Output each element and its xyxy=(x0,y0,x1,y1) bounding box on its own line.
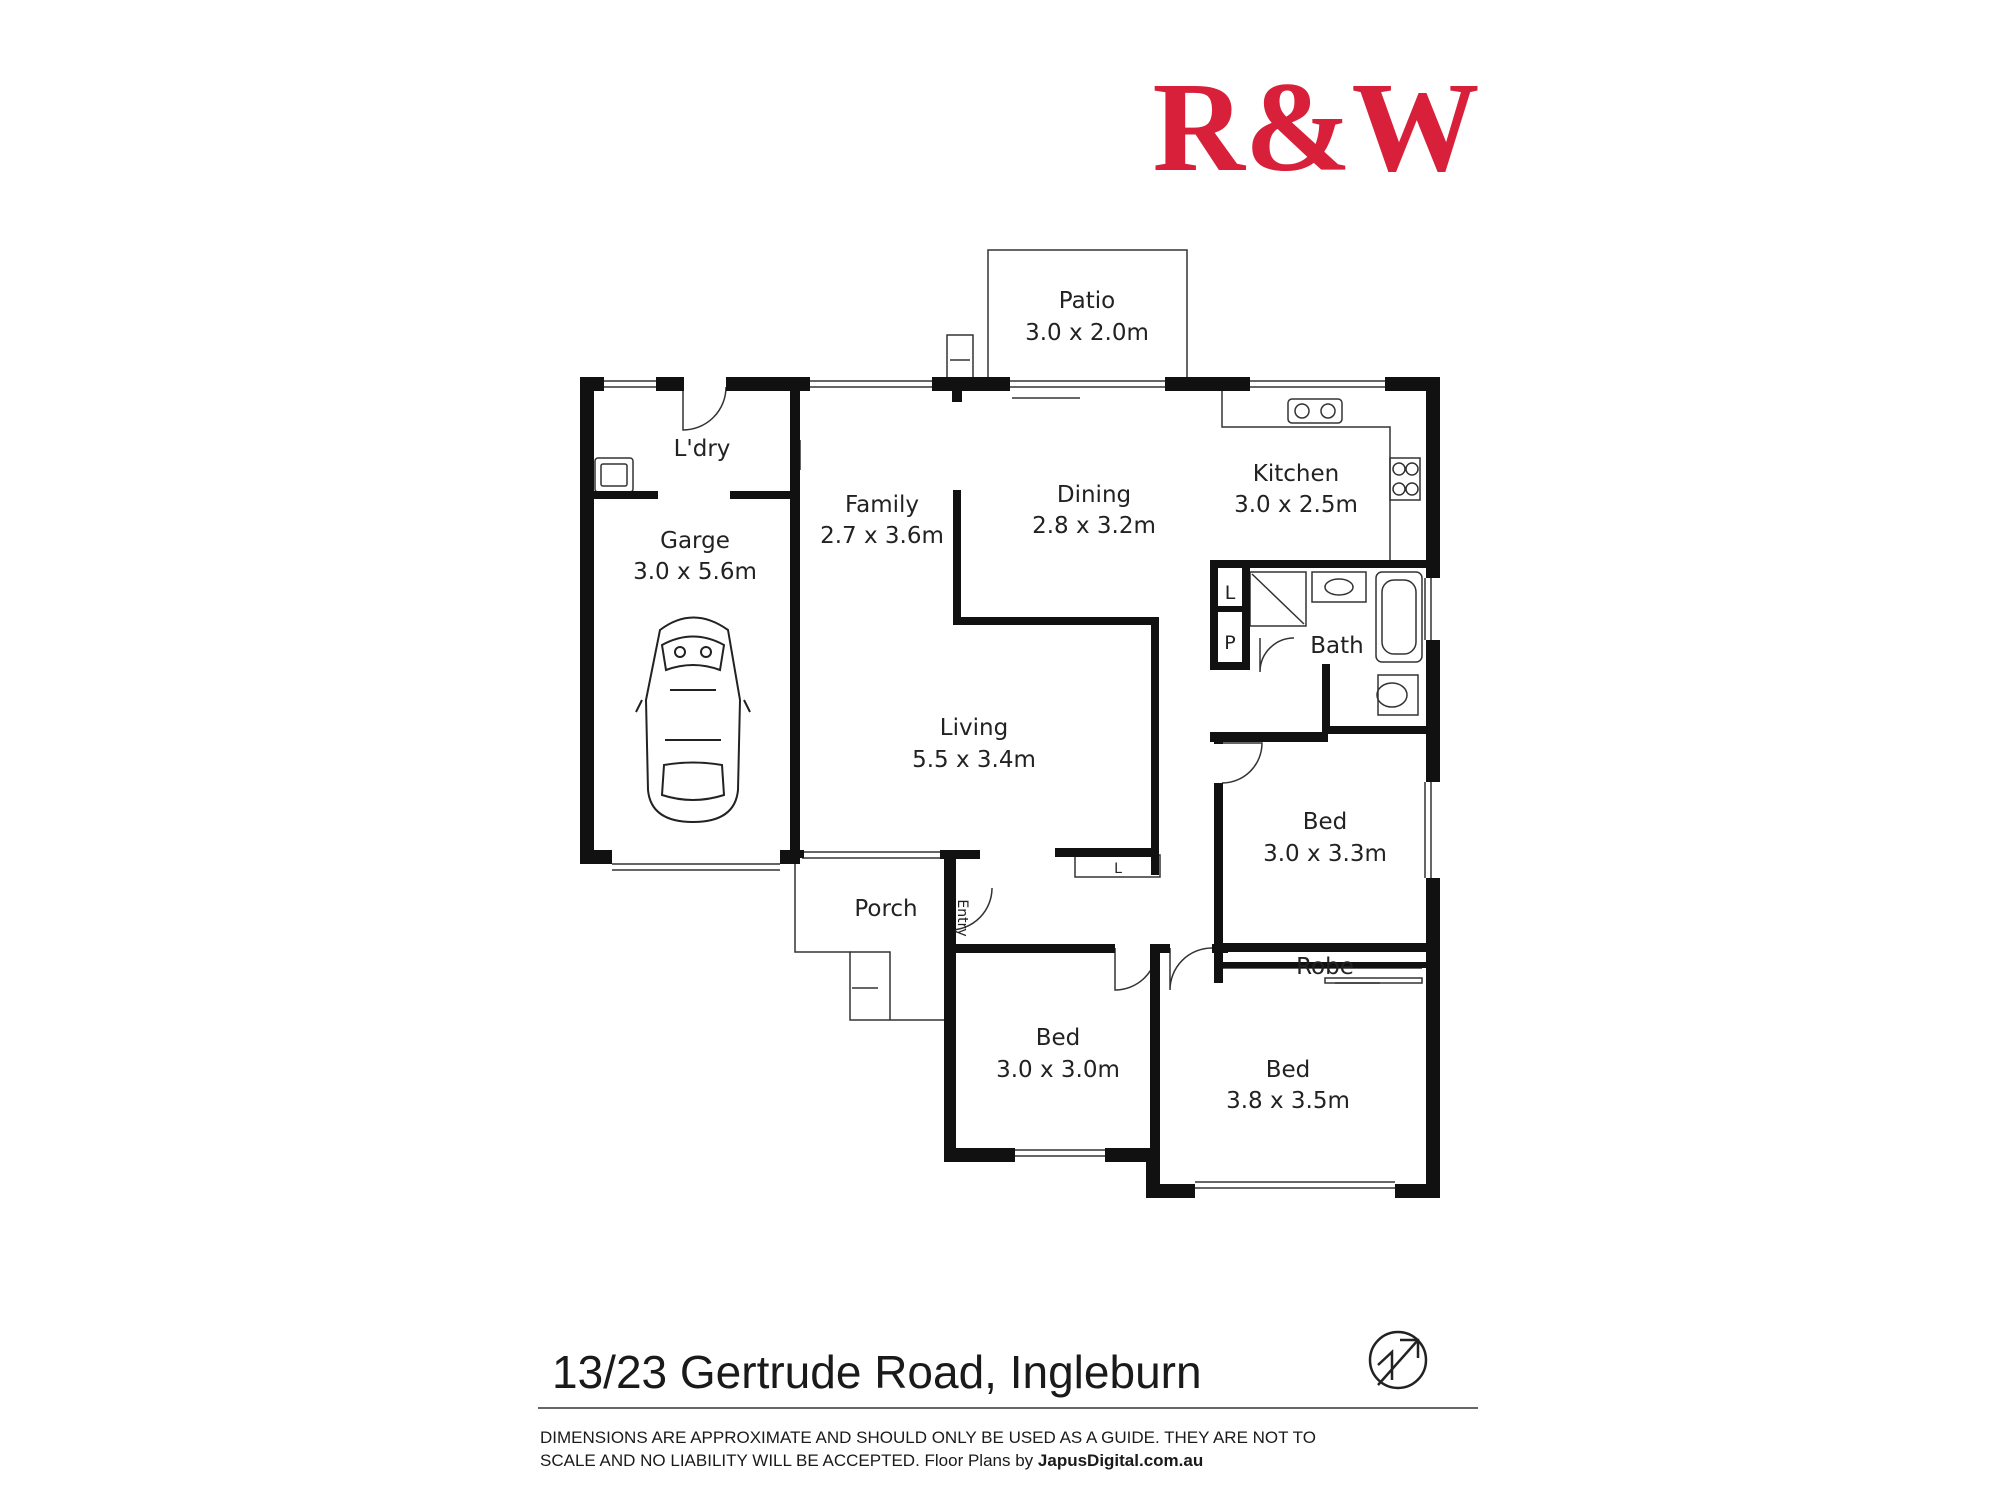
room-size-dining: 2.8 x 3.2m xyxy=(1032,513,1156,539)
room-name-pantry: P xyxy=(1224,632,1235,654)
property-address: 13/23 Gertrude Road, Ingleburn xyxy=(552,1346,1202,1398)
room-name-patio: Patio xyxy=(1059,288,1115,314)
room-size-bed-3: 3.8 x 3.5m xyxy=(1226,1088,1350,1114)
disclaimer-line-2: SCALE AND NO LIABILITY WILL BE ACCEPTED.… xyxy=(540,1451,1203,1470)
room-size-bed-1: 3.0 x 3.3m xyxy=(1263,841,1387,867)
room-size-patio: 3.0 x 2.0m xyxy=(1025,320,1149,346)
room-name-bed-2: Bed xyxy=(1036,1025,1081,1051)
disclaimer-line-1: DIMENSIONS ARE APPROXIMATE AND SHOULD ON… xyxy=(540,1428,1316,1447)
porch-area xyxy=(794,862,948,1021)
disclaimer-line-2-text: SCALE AND NO LIABILITY WILL BE ACCEPTED.… xyxy=(540,1451,1038,1470)
room-name-garage: Garge xyxy=(660,528,730,554)
floor-plan-credit: JapusDigital.com.au xyxy=(1038,1451,1203,1470)
fixtures xyxy=(594,383,1423,984)
room-name-bath: Bath xyxy=(1310,633,1363,659)
room-size-living: 5.5 x 3.4m xyxy=(912,747,1036,773)
room-name-bed-3: Bed xyxy=(1266,1057,1311,1083)
brand-logo: R&W xyxy=(1152,56,1479,198)
north-arrow-icon xyxy=(1368,1330,1428,1390)
room-name-dining: Dining xyxy=(1057,482,1131,508)
room-labels: Patio 3.0 x 2.0m L'dry Family 2.7 x 3.6m… xyxy=(633,288,1387,1114)
car-icon xyxy=(635,616,751,824)
room-name-linen-bath: L xyxy=(1225,582,1236,604)
room-name-family: Family xyxy=(845,492,919,518)
room-name-porch: Porch xyxy=(854,896,917,922)
walls xyxy=(580,377,1440,1198)
room-name-linen-living: L xyxy=(1114,861,1122,877)
room-size-garage: 3.0 x 5.6m xyxy=(633,559,757,585)
patio-area xyxy=(946,249,1188,383)
room-name-robe: Robe xyxy=(1296,954,1354,980)
room-name-kitchen: Kitchen xyxy=(1253,461,1339,487)
room-size-kitchen: 3.0 x 2.5m xyxy=(1234,492,1358,518)
room-name-entry: Entry xyxy=(954,899,970,936)
room-size-bed-2: 3.0 x 3.0m xyxy=(996,1057,1120,1083)
room-name-bed-1: Bed xyxy=(1303,809,1348,835)
room-size-family: 2.7 x 3.6m xyxy=(820,523,944,549)
windows xyxy=(604,380,1432,1189)
room-name-living: Living xyxy=(940,715,1008,741)
doors xyxy=(682,383,1295,991)
room-name-laundry: L'dry xyxy=(674,436,731,462)
